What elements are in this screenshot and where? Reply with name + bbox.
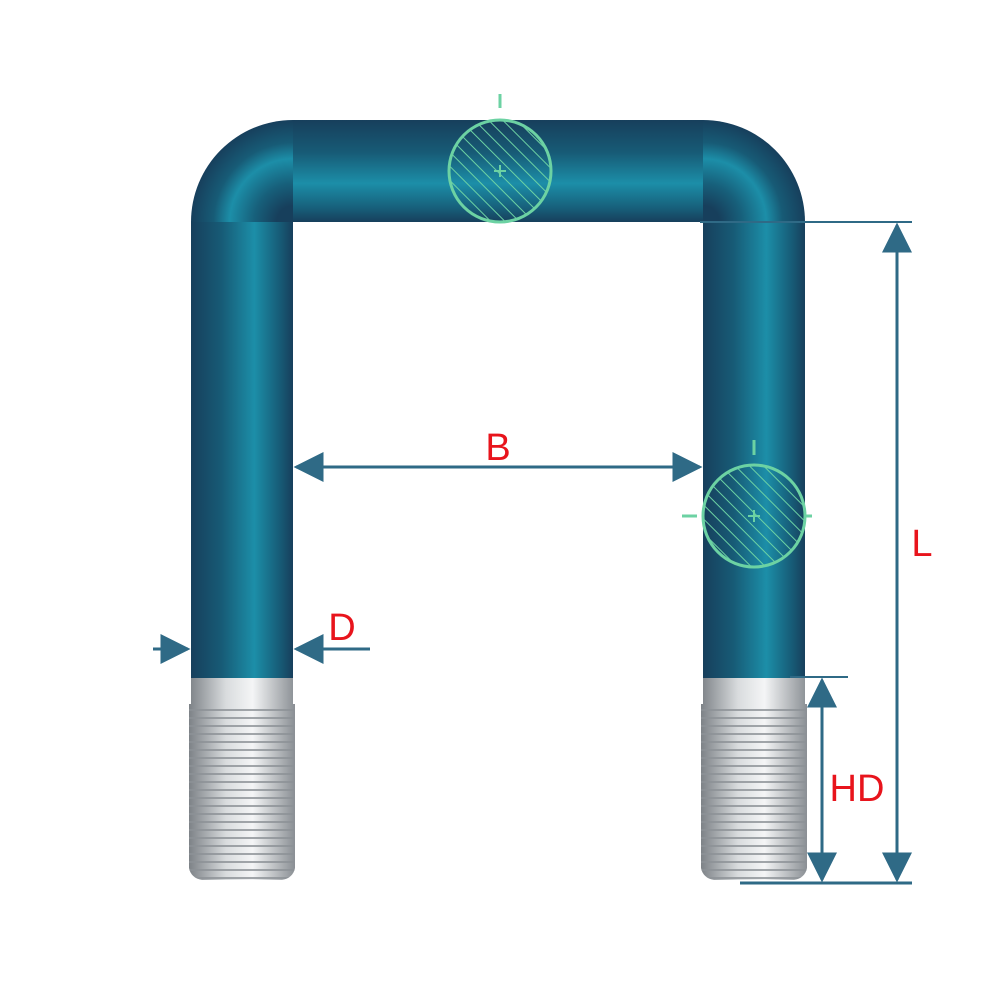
left-thread-collar <box>191 678 293 704</box>
dimension-hd: HD <box>790 676 885 883</box>
left-leg <box>191 222 293 680</box>
top-cross-section <box>447 94 553 224</box>
hd-label: HD <box>830 768 885 810</box>
dimension-l: L <box>700 221 933 885</box>
l-label: L <box>911 523 932 565</box>
d-label: D <box>328 607 355 649</box>
left-bend <box>191 120 293 222</box>
right-thread-collar <box>703 678 805 704</box>
inner-corner-right <box>685 222 703 240</box>
dimension-d: D <box>153 607 370 664</box>
right-bend <box>703 120 805 222</box>
side-cross-section <box>682 440 812 569</box>
right-threaded-end <box>701 678 807 880</box>
inner-corner-left <box>293 222 311 240</box>
left-threaded-end <box>189 678 295 880</box>
b-label: B <box>485 427 510 469</box>
dimension-b: B <box>293 427 703 482</box>
